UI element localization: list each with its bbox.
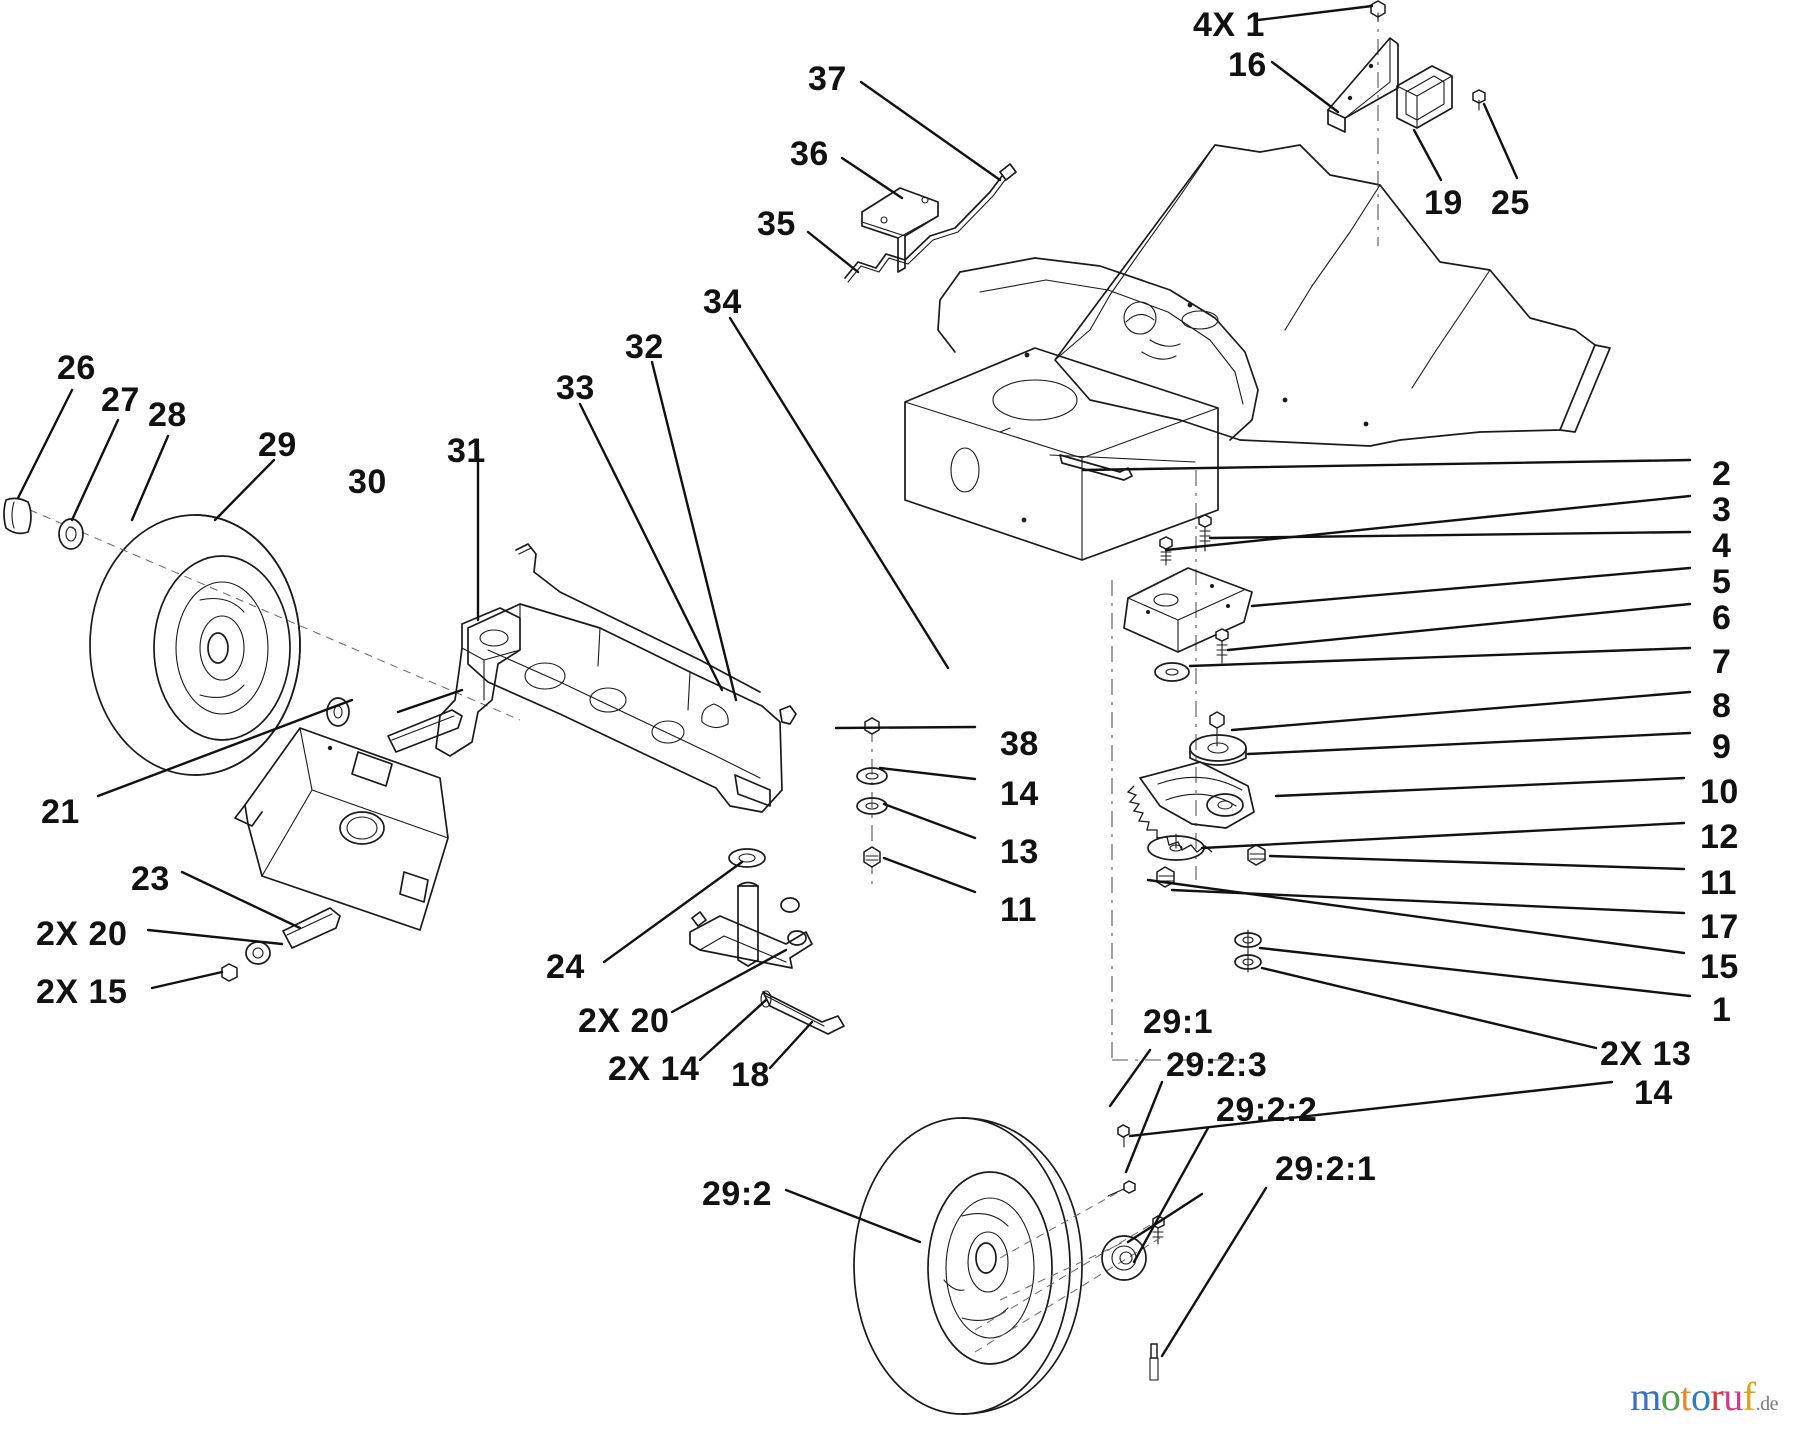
callout-18: 18: [731, 1056, 770, 1094]
right-steering-stack: [1081, 458, 1692, 1245]
callout-29-2: 29:2: [702, 1175, 773, 1213]
callout-6: 6: [1712, 599, 1732, 637]
frame-assembly: [904, 144, 1611, 561]
callout-14-upper: 14: [1000, 775, 1039, 813]
watermark-letter-4: r: [1710, 1374, 1724, 1419]
callout-14-lower: 14: [1634, 1074, 1673, 1112]
callout-2x13: 2X 13: [1600, 1035, 1692, 1073]
center-kingpin-group: [602, 848, 845, 1070]
callout-30: 30: [348, 463, 387, 501]
watermark-letter-5: u: [1723, 1374, 1743, 1419]
callout-2: 2: [1712, 455, 1732, 493]
callout-7: 7: [1712, 643, 1732, 681]
callout-31: 31: [447, 432, 486, 470]
top-bracket-group: [1256, 0, 1519, 246]
watermark-letter-1: o: [1660, 1374, 1681, 1419]
callout-33: 33: [556, 369, 595, 407]
callout-4x1: 4X 1: [1193, 6, 1265, 44]
callout-21: 21: [41, 793, 80, 831]
callout-2x20-center: 2X 20: [578, 1002, 670, 1040]
motoruf-watermark: motoruf.de: [1630, 1373, 1778, 1420]
callout-17: 17: [1700, 908, 1739, 946]
left-spindle-group: [96, 448, 521, 990]
callout-13: 13: [1000, 833, 1039, 871]
callout-5: 5: [1712, 563, 1732, 601]
left-wheel-assembly: [3, 388, 521, 776]
callout-2x15: 2X 15: [36, 973, 128, 1011]
callout-19: 19: [1424, 184, 1463, 222]
callout-35: 35: [757, 205, 796, 243]
callout-4: 4: [1712, 527, 1732, 565]
watermark-letter-0: m: [1630, 1374, 1661, 1419]
callout-37: 37: [808, 60, 847, 98]
callout-2x20-left: 2X 20: [36, 915, 128, 953]
callout-16: 16: [1228, 46, 1267, 84]
callout-11-right: 11: [1700, 864, 1737, 902]
callout-29-2-3: 29:2:3: [1166, 1046, 1268, 1084]
callout-10: 10: [1700, 773, 1739, 811]
callout-38: 38: [1000, 725, 1039, 763]
callout-32: 32: [625, 328, 664, 366]
callout-24: 24: [546, 948, 585, 986]
callout-29: 29: [258, 426, 297, 464]
watermark-letter-6: f: [1742, 1374, 1756, 1419]
watermark-letter-2: t: [1680, 1374, 1691, 1419]
callout-9: 9: [1712, 728, 1732, 766]
callout-1-right: 1: [1712, 991, 1732, 1029]
callout-15-right: 15: [1700, 948, 1739, 986]
callout-29-1: 29:1: [1143, 1003, 1214, 1041]
callout-28: 28: [148, 396, 187, 434]
center-fastener-stack: [834, 717, 977, 894]
callout-26: 26: [57, 349, 96, 387]
callout-27: 27: [101, 381, 140, 419]
watermark-letter-3: o: [1690, 1374, 1711, 1419]
callout-29-2-1: 29:2:1: [1275, 1150, 1377, 1188]
callout-23: 23: [131, 860, 170, 898]
callout-2x14: 2X 14: [608, 1050, 700, 1088]
callout-29-2-2: 29:2:2: [1216, 1091, 1318, 1129]
callout-34: 34: [703, 283, 742, 321]
rod-and-bracket-group: [806, 80, 1017, 283]
callout-8: 8: [1712, 687, 1732, 725]
watermark-suffix: .de: [1755, 1393, 1779, 1415]
watermark-letters: motoruf: [1630, 1374, 1756, 1419]
callout-36: 36: [790, 135, 829, 173]
right-wheel-assembly: [784, 1048, 1268, 1415]
callout-25: 25: [1491, 184, 1530, 222]
center-axle-beam: [467, 316, 950, 813]
callout-3: 3: [1712, 491, 1732, 529]
callout-12: 12: [1700, 818, 1739, 856]
callout-11-center: 11: [1000, 891, 1037, 929]
